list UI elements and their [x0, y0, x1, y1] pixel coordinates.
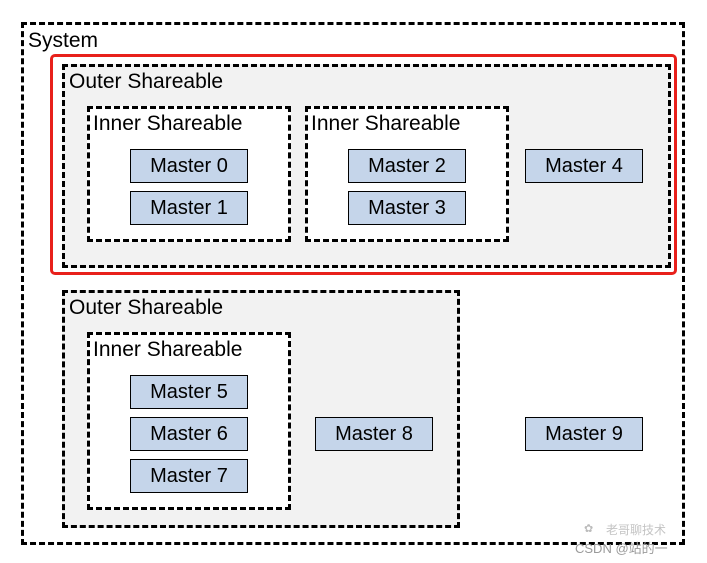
inner-shareable-label-2: Inner Shareable [311, 112, 461, 135]
watermark-faint-text: 老哥聊技术 [606, 523, 667, 537]
system-label: System [28, 29, 99, 52]
master-6-box: Master 6 [130, 417, 248, 451]
master-8-box: Master 8 [315, 417, 433, 451]
watermark-text: CSDN @站的一 [575, 541, 668, 556]
outer-shareable-label-2: Outer Shareable [69, 296, 224, 319]
master-9-box: Master 9 [525, 417, 643, 451]
inner-shareable-label-1: Inner Shareable [93, 112, 243, 135]
master-3-box: Master 3 [348, 191, 466, 225]
master-5-box: Master 5 [130, 375, 248, 409]
outer-shareable-label-1: Outer Shareable [69, 70, 224, 93]
master-0-box: Master 0 [130, 149, 248, 183]
master-7-box: Master 7 [130, 459, 248, 493]
master-1-box: Master 1 [130, 191, 248, 225]
highlight-outline [50, 54, 677, 275]
inner-shareable-label-3: Inner Shareable [93, 338, 243, 361]
master-2-box: Master 2 [348, 149, 466, 183]
master-4-box: Master 4 [525, 149, 643, 183]
wechat-icon: ✿ [584, 523, 594, 535]
